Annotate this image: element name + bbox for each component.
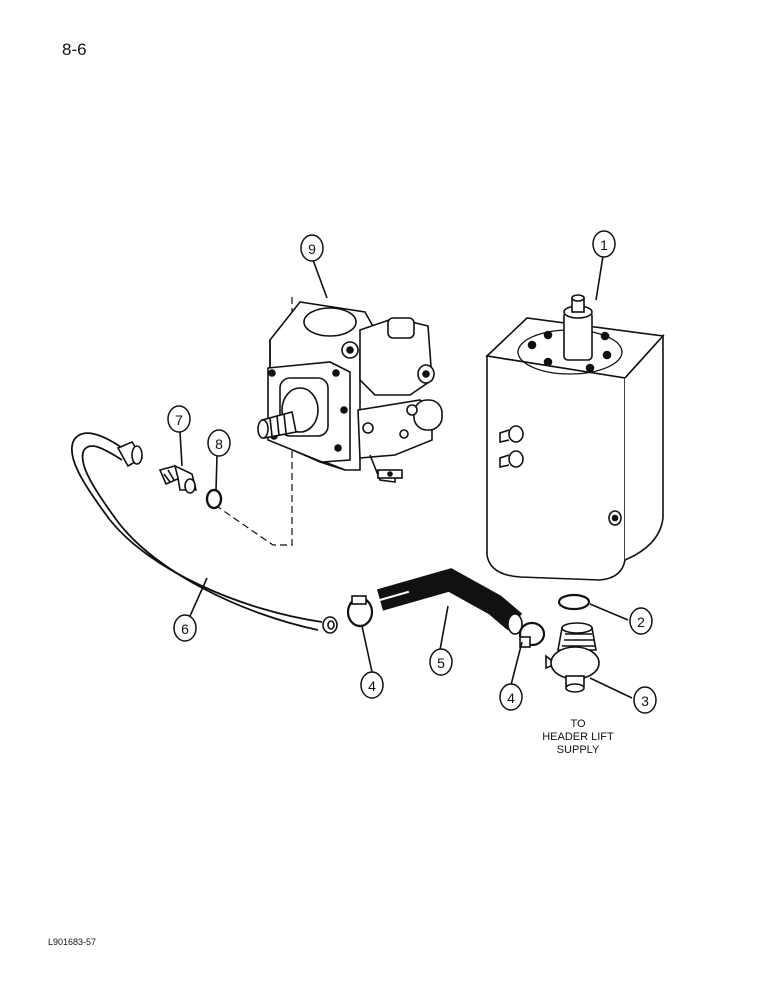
- callout-1: [592, 230, 616, 258]
- callout-5-label: 5: [437, 655, 445, 671]
- callout-6-label: 6: [181, 621, 189, 637]
- callout-8: [207, 429, 231, 457]
- hose-clamp-left: [346, 595, 374, 628]
- pressure-tube: [70, 432, 338, 634]
- callout-3: [633, 686, 657, 714]
- reservoir-tank: [485, 294, 665, 581]
- suction-hose: [376, 568, 523, 635]
- callout-9: [300, 234, 324, 262]
- header-lift-note: TO HEADER LIFT SUPPLY: [520, 718, 636, 757]
- page-number: 8-6: [62, 40, 87, 59]
- callout-3-label: 3: [641, 693, 649, 709]
- callout-9-label: 9: [308, 241, 316, 257]
- callout-4a-label: 4: [368, 678, 376, 694]
- hose-clamp-right: [518, 621, 546, 648]
- callout-2: [629, 607, 653, 635]
- callout-2-label: 2: [637, 614, 645, 630]
- callout-8-label: 8: [215, 436, 223, 452]
- elbow-fitting: [545, 622, 600, 693]
- callout-1-label: 1: [600, 237, 608, 253]
- callout-4b-label: 4: [507, 690, 515, 706]
- callout-5: [429, 648, 453, 676]
- hydraulic-pump: [217, 297, 443, 546]
- o-ring-2: [557, 593, 591, 611]
- adapter-fitting: [158, 464, 198, 494]
- note-line-2: HEADER LIFT: [542, 731, 614, 743]
- callout-4a: [360, 671, 384, 699]
- note-line-3: SUPPLY: [556, 744, 600, 756]
- note-line-1: TO: [570, 718, 586, 730]
- callout-6: [173, 614, 197, 642]
- callout-4b: [499, 683, 523, 711]
- callout-7: [167, 405, 191, 433]
- callout-7-label: 7: [175, 412, 183, 428]
- figure-code: L901683-57: [48, 937, 97, 947]
- o-ring-8: [205, 488, 223, 510]
